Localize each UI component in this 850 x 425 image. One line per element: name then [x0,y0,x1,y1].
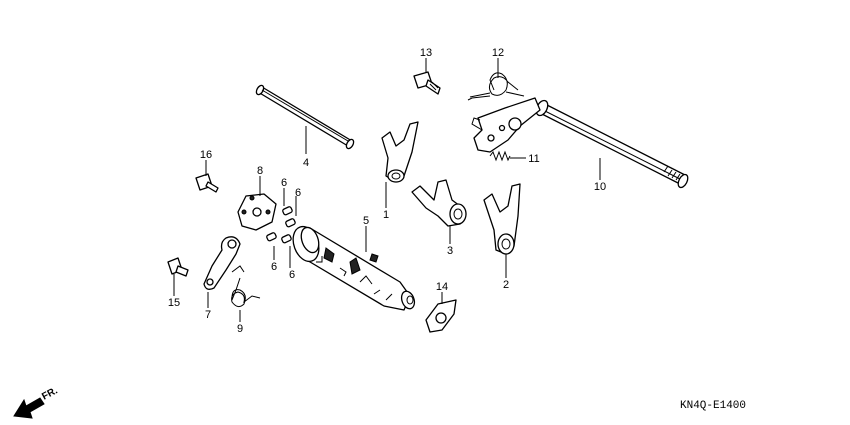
callout-15: 15 [168,297,180,309]
callout-6-a: 6 [281,177,287,189]
callout-10: 10 [594,181,606,193]
part-15-bolt [167,257,189,277]
part-10-gearshift-spindle [471,97,689,189]
callout-12: 12 [492,47,504,59]
callout-4: 4 [303,157,309,169]
part-7-stopper-arm [203,236,245,290]
diagram-code: KN4Q-E1400 [680,400,746,412]
callout-6-b: 6 [295,187,301,199]
callout-3: 3 [447,245,453,257]
callout-13: 13 [420,47,432,59]
part-12-return-spring [467,72,525,101]
callout-7: 7 [205,309,211,321]
callout-1: 1 [383,209,389,221]
front-direction-arrow-icon [13,397,45,419]
callout-8: 8 [257,165,263,177]
part-14-drum-stopper-plate [425,299,457,333]
callout-14: 14 [436,281,448,293]
callout-16: 16 [200,149,212,161]
part-13-bolt [413,71,441,95]
callout-6-c: 6 [271,261,277,273]
callout-9: 9 [237,323,243,335]
callout-6-d: 6 [289,269,295,281]
callout-5: 5 [363,215,369,227]
callout-11: 11 [528,153,539,165]
part-1-shift-fork [381,121,419,183]
part-4-shift-fork-shaft [255,84,355,150]
direction-label: FR. [40,385,60,402]
part-8-drum-center [237,193,277,231]
part-6-dowel-pins [266,206,296,244]
part-11-spring [489,150,511,162]
leader-lines [173,58,601,322]
part-2-shift-fork [483,183,521,255]
part-9-stopper-spring [231,277,261,308]
part-5-shift-drum [292,225,416,311]
part-3-shift-fork [411,179,467,227]
callout-2: 2 [503,279,509,291]
part-16-bolt [195,173,219,193]
